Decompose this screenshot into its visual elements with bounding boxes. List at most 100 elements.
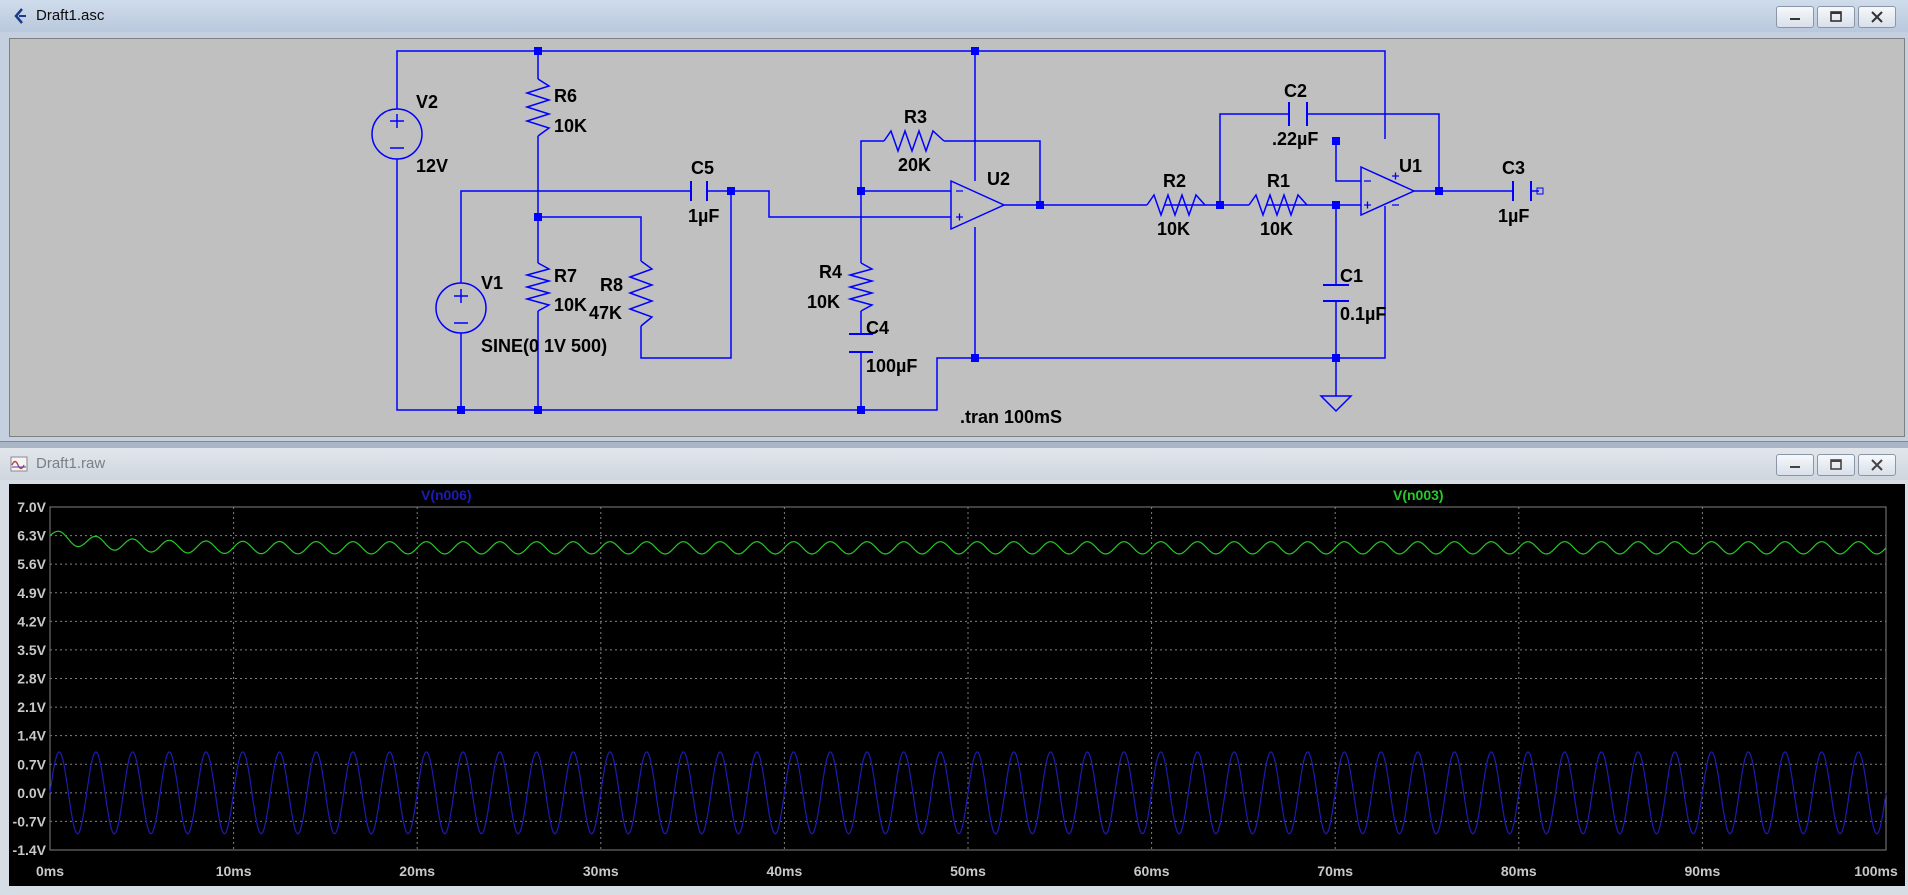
c2-value: .22µF (1272, 129, 1318, 149)
x-tick-label: 0ms (36, 863, 64, 879)
v2-label: V2 (416, 92, 438, 112)
waveform-minimize-button[interactable] (1776, 454, 1814, 476)
minimize-button[interactable] (1776, 6, 1814, 28)
c1-value: 0.1µF (1340, 304, 1386, 324)
waveform-chart: 7.0V 6.3V 5.6V 4.9V 4.2V 3.5V 2.8V 2.1V 1.4V 0.7V… (13, 487, 1898, 879)
y-tick-label: 2.8V (17, 671, 46, 687)
trace-label-v-n003[interactable]: V(n003) (1393, 487, 1444, 503)
y-tick-label: 2.1V (17, 699, 46, 715)
x-tick-label: 100ms (1854, 863, 1898, 879)
r4-resistor[interactable]: R4 10K (807, 262, 875, 312)
waveform-titlebar[interactable]: Draft1.raw (0, 448, 1908, 480)
y-tick-label: 4.9V (17, 585, 46, 601)
r3-resistor[interactable]: R3 20K (883, 107, 945, 175)
v1-label: V1 (481, 273, 503, 293)
c5-value: 1µF (688, 206, 719, 226)
schematic-drawing: V2 12V V1 SINE(0 1V 500) R6 10K R7 10K R… (371, 47, 1544, 427)
c5-capacitor[interactable]: C5 1µF (688, 158, 719, 226)
r2-value: 10K (1157, 219, 1190, 239)
x-tick-label: 70ms (1317, 863, 1353, 879)
r8-label: R8 (600, 275, 623, 295)
schematic-canvas[interactable]: V2 12V V1 SINE(0 1V 500) R6 10K R7 10K R… (9, 38, 1905, 437)
r6-value: 10K (554, 116, 587, 136)
c4-label: C4 (866, 318, 889, 338)
r1-value: 10K (1260, 219, 1293, 239)
v2-value: 12V (416, 156, 448, 176)
u2-label: U2 (987, 169, 1010, 189)
r7-label: R7 (554, 266, 577, 286)
r6-label: R6 (554, 86, 577, 106)
x-tick-label: 60ms (1134, 863, 1170, 879)
waveform-window-title: Draft1.raw (36, 455, 106, 472)
v1-voltage-source[interactable]: V1 SINE(0 1V 500) (435, 273, 607, 356)
close-button[interactable] (1858, 6, 1896, 28)
close-icon (1871, 11, 1883, 23)
maximize-icon (1830, 459, 1842, 470)
u1-opamp[interactable]: U1 (1360, 156, 1422, 217)
r6-resistor[interactable]: R6 10K (524, 78, 587, 137)
c3-capacitor[interactable]: C3 1µF (1498, 158, 1532, 226)
r7-value: 10K (554, 295, 587, 315)
v2-voltage-source[interactable]: V2 12V (371, 92, 448, 176)
waveform-plot-pane[interactable]: 7.0V 6.3V 5.6V 4.9V 4.2V 3.5V 2.8V 2.1V 1.4V 0.7V… (9, 484, 1905, 886)
u2-opamp[interactable]: U2 (950, 169, 1010, 231)
schematic-window-title: Draft1.asc (36, 7, 105, 24)
x-tick-label: 10ms (216, 863, 252, 879)
schematic-titlebar[interactable]: Draft1.asc (0, 0, 1908, 32)
maximize-icon (1830, 11, 1842, 22)
r8-resistor[interactable]: R8 47K (589, 260, 655, 327)
maximize-button[interactable] (1817, 6, 1855, 28)
r4-value: 10K (807, 292, 840, 312)
x-tick-label: 90ms (1684, 863, 1720, 879)
c1-capacitor[interactable]: C1 0.1µF (1323, 266, 1386, 324)
u1-label: U1 (1399, 156, 1422, 176)
waveform-close-button[interactable] (1858, 454, 1896, 476)
y-tick-label: 4.2V (17, 613, 46, 629)
c3-value: 1µF (1498, 206, 1529, 226)
junction-dots (457, 47, 1544, 414)
y-tick-label: 5.6V (17, 556, 46, 572)
trace-label-v-n006[interactable]: V(n006) (421, 487, 472, 503)
y-tick-label: 6.3V (17, 528, 46, 544)
y-tick-label: -1.4V (13, 842, 47, 858)
y-tick-label: 0.7V (17, 756, 46, 772)
waveform-app-icon (10, 456, 28, 472)
close-icon (1871, 459, 1883, 471)
c2-capacitor[interactable]: C2 .22µF (1272, 81, 1318, 149)
c4-capacitor[interactable]: C4 100µF (849, 318, 917, 376)
x-tick-label: 80ms (1501, 863, 1537, 879)
r1-resistor[interactable]: R1 10K (1248, 171, 1308, 239)
x-tick-label: 30ms (583, 863, 619, 879)
c1-label: C1 (1340, 266, 1363, 286)
x-tick-label: 20ms (399, 863, 435, 879)
ground-symbol[interactable] (1319, 395, 1353, 413)
r7-resistor[interactable]: R7 10K (524, 262, 587, 315)
minimize-icon (1790, 466, 1800, 468)
r4-label: R4 (819, 262, 842, 282)
trace-v-n003[interactable] (49, 530, 1887, 555)
c4-value: 100µF (866, 356, 917, 376)
x-tick-label: 40ms (766, 863, 802, 879)
r2-label: R2 (1163, 171, 1186, 191)
r3-label: R3 (904, 107, 927, 127)
waveform-maximize-button[interactable] (1817, 454, 1855, 476)
r3-value: 20K (898, 155, 931, 175)
y-tick-label: 7.0V (17, 499, 46, 515)
v1-value: SINE(0 1V 500) (481, 336, 607, 356)
c3-label: C3 (1502, 158, 1525, 178)
c2-label: C2 (1284, 81, 1307, 101)
r1-label: R1 (1267, 171, 1290, 191)
ltspice-app-icon (14, 8, 26, 24)
r8-value: 47K (589, 303, 622, 323)
spice-directive[interactable]: .tran 100mS (960, 407, 1062, 427)
y-tick-label: 3.5V (17, 642, 46, 658)
trace-v-n006[interactable] (49, 751, 1887, 835)
schematic-wires (396, 50, 1539, 411)
c5-label: C5 (691, 158, 714, 178)
x-tick-label: 50ms (950, 863, 986, 879)
y-tick-label: -0.7V (13, 813, 47, 829)
r2-resistor[interactable]: R2 10K (1146, 171, 1206, 239)
minimize-icon (1790, 18, 1800, 20)
y-tick-label: 1.4V (17, 728, 46, 744)
y-tick-label: 0.0V (17, 785, 46, 801)
